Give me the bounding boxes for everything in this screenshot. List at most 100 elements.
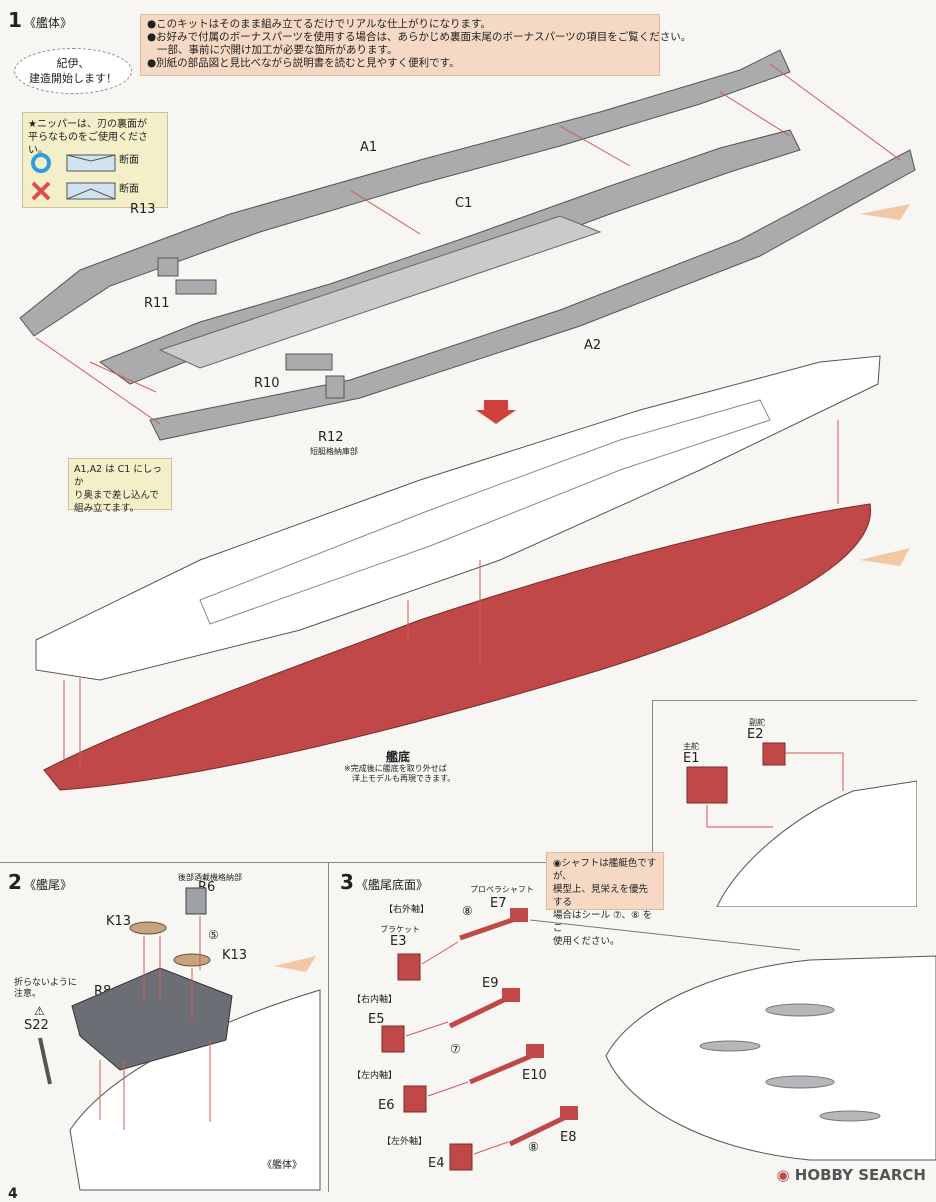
part-e3-shape (397, 953, 421, 981)
nipper-text: ★ニッパーは、刃の裏面が (28, 119, 147, 130)
label-r10: R10 (254, 376, 280, 391)
label-r11: R11 (144, 296, 170, 311)
assembly-note-line: 組み立てます。 (74, 503, 140, 514)
direction-arrow-icon (274, 956, 316, 972)
ok-icon (31, 153, 51, 173)
part-r6-shape (185, 887, 207, 915)
part-s22-shape (38, 1037, 52, 1085)
label-e1: E1 (683, 751, 700, 766)
assembly-arrows (35, 63, 901, 425)
shaft-parts (448, 908, 578, 1147)
part-c1-opening (158, 215, 602, 369)
label-e9: E9 (482, 976, 499, 991)
label-r12: R12 (318, 430, 344, 445)
label-seal8b: ⑧ (528, 1140, 539, 1154)
label-seal5: ⑤ (208, 928, 219, 942)
speech-bubble: 紀伊、 建造開始します！ (14, 48, 132, 94)
label-e4: E4 (428, 1156, 445, 1171)
group-left-outer: 【左外軸】 (382, 1137, 428, 1147)
propeller-shaft-label: プロペラシャフト (470, 885, 534, 894)
hull-bottom-note-line: ※完成後に艦底を取り外せば (344, 764, 447, 773)
part-r12-shape (325, 375, 345, 399)
main-rudder-label: 主舵 (683, 742, 699, 751)
note-line: ●お好みで付属のボーナスパーツを使用する場合は、あらかじめ裏面末尾のボーナスパー… (147, 31, 692, 43)
hull-bottom-shape (43, 503, 872, 791)
part-e5-shape (381, 1025, 405, 1053)
label-e5: E5 (368, 1012, 385, 1027)
step2-title: 《艦尾》 (24, 878, 73, 892)
step3-number: 3 (340, 870, 354, 894)
note-line: ●別紙の部品図と見比べながら説明書を読むと見やすく便利です。 (147, 57, 460, 69)
hull-bottom-note-line: 洋上モデルも再現できます。 (352, 774, 456, 783)
watermark: ◉ HOBBY SEARCH (776, 1166, 926, 1184)
hull-bottom-note: ※完成後に艦底を取り外せば 洋上モデルも再現できます。 (344, 764, 455, 784)
step2-arrows (99, 916, 211, 1130)
group-left-inner: 【左内軸】 (352, 1071, 398, 1081)
group-right-outer: 【右外軸】 (384, 905, 430, 915)
step2-number: 2 (8, 870, 22, 894)
hobby-search-icon: ◉ (776, 1166, 790, 1184)
label-e8: E8 (560, 1130, 577, 1145)
group-right-inner: 【右内軸】 (352, 995, 398, 1005)
step1-number: 1 (8, 8, 22, 32)
nipper-text: 平らなものをご使用ください。 (28, 132, 148, 156)
step1-drawing (19, 49, 916, 791)
rudder-inset: 主舵 E1 副舵 E2 (652, 700, 917, 907)
label-c1: C1 (455, 196, 473, 211)
shaft-note-line: 模型上、見栄えを優先する (553, 884, 649, 908)
stern-bottom-shape (605, 955, 936, 1161)
part-e4-shape (449, 1143, 473, 1171)
note-line: 一部、事前に穴開け加工が必要な箇所があります。 (157, 44, 398, 56)
step2-drawing (38, 887, 321, 1191)
note-line: ●このキットはそのまま組み立てるだけでリアルな仕上がりになります。 (147, 18, 492, 30)
label-seal8a: ⑧ (462, 904, 473, 918)
bracket-label: ブラケット (380, 925, 420, 934)
part-e6-shape (403, 1085, 427, 1113)
part-k13b-shape (173, 953, 211, 967)
step2-bottom-label: 《艦体》 (262, 1160, 302, 1171)
warning-note: 折らないように 注意。 (14, 978, 77, 1000)
label-e10: E10 (522, 1068, 547, 1083)
nipper-note: ★ニッパーは、刃の裏面が 平らなものをご使用ください。 断面 断面 (22, 112, 168, 208)
ng-section-label: 断面 (119, 184, 139, 195)
propeller-assembly (699, 1003, 881, 1122)
part-r13-shape (157, 257, 179, 277)
section-divider (328, 862, 329, 1192)
ok-section-label: 断面 (119, 155, 139, 166)
label-e7: E7 (490, 896, 507, 911)
assembly-note-line: り奥まで差し込んで (74, 490, 160, 501)
label-e6: E6 (378, 1098, 395, 1113)
ng-icon (31, 181, 51, 201)
warning-line: 折らないように (14, 978, 77, 988)
label-e2: E2 (747, 727, 764, 742)
flat-blade-icon (66, 154, 116, 172)
warning-line: 注意。 (14, 989, 42, 999)
direction-arrow-icon (860, 204, 910, 220)
bottom-arrows (63, 420, 839, 770)
assembly-note-line: A1,A2 は C1 にしっか (74, 464, 162, 488)
part-a2-shape (149, 149, 916, 441)
bubble-line: 建造開始します！ (29, 72, 117, 85)
label-r13: R13 (130, 202, 156, 217)
r6-note: 後部酒載機格納部 (178, 873, 242, 882)
part-k13a-shape (129, 921, 167, 935)
part-r11-shape (175, 279, 217, 295)
hull-bottom-label: 艦底 (386, 750, 411, 764)
part-r10-shape (285, 353, 333, 371)
general-notes: ●このキットはそのまま組み立てるだけでリアルな仕上がりになります。 ●お好みで付… (140, 14, 692, 76)
direction-arrow-icon (860, 548, 910, 566)
stern-shape (716, 780, 917, 907)
label-seal7: ⑦ (450, 1042, 461, 1056)
step3-title: 《艦尾底面》 (356, 878, 429, 892)
step3-drawing (381, 908, 936, 1171)
watermark-text: HOBBY SEARCH (794, 1166, 926, 1184)
sub-rudder-label: 副舵 (749, 718, 765, 727)
label-a2: A2 (584, 338, 602, 353)
step1-title: 《艦体》 (24, 16, 73, 30)
label-e3: E3 (390, 934, 407, 949)
shaft-note: ◉シャフトは艦艇色ですが、 模型上、見栄えを優先する 場合はシール ⑦、⑧ をご… (546, 852, 664, 947)
shaft-note-line: 場合はシール ⑦、⑧ をご (553, 910, 653, 934)
warning-icon: ⚠ (34, 1004, 45, 1018)
part-e2-shape (762, 742, 786, 766)
assembled-hull-shape (35, 355, 881, 681)
